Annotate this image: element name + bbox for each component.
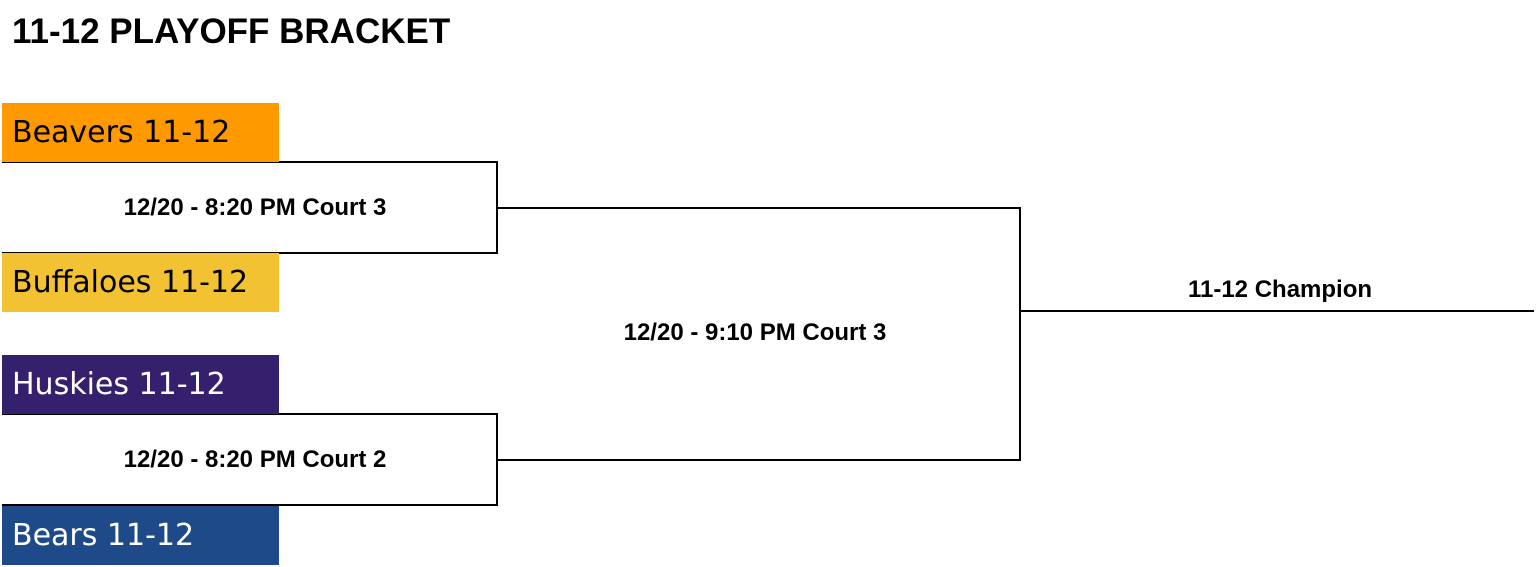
team-box-buffaloes: Buffaloes 11-12 (2, 253, 279, 312)
team-name: Beavers 11-12 (12, 115, 231, 150)
team-box-huskies: Huskies 11-12 (2, 355, 279, 414)
page-title: 11-12 PLAYOFF BRACKET (12, 12, 451, 51)
team-name: Huskies 11-12 (12, 367, 226, 402)
team-name: Bears 11-12 (12, 518, 195, 553)
final-game-label: 12/20 - 9:10 PM Court 3 (623, 319, 887, 346)
champion-label: 11-12 Champion (1187, 276, 1373, 303)
bracket-connector-final (497, 207, 1021, 461)
team-box-bears: Bears 11-12 (2, 506, 279, 565)
game-1-label: 12/20 - 8:20 PM Court 3 (123, 194, 387, 221)
team-name: Buffaloes 11-12 (12, 265, 249, 300)
team-box-beavers: Beavers 11-12 (2, 103, 279, 162)
game-2-label: 12/20 - 8:20 PM Court 2 (123, 446, 387, 473)
